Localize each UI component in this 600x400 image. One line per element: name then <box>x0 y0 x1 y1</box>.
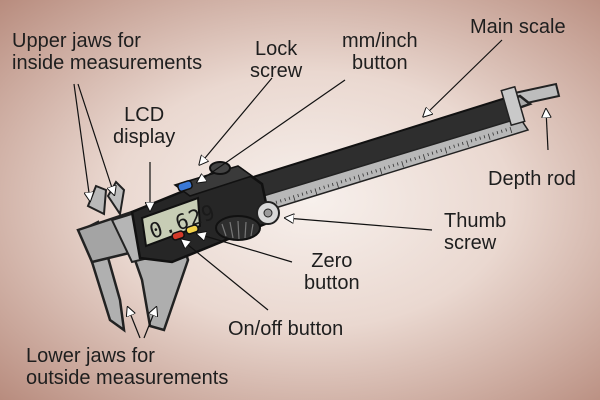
scale-tick <box>401 161 404 168</box>
scale-tick <box>327 184 330 188</box>
scale-tick <box>414 156 416 161</box>
scale-tick <box>362 173 364 177</box>
label-lock-screw-line1: Lock <box>254 38 298 60</box>
depth-rod-leader <box>546 110 548 151</box>
scale-tick <box>431 151 434 155</box>
scale-tick <box>466 140 469 147</box>
label-main-scale: Main scale <box>470 16 566 38</box>
label-mm-inch-line1: mm/inch <box>342 30 418 52</box>
scale-tick <box>331 182 334 187</box>
label-lower-jaws-line1: Lower jaws for <box>26 345 155 367</box>
beam-end-cap <box>500 85 526 127</box>
scale-tick <box>357 174 361 181</box>
scale-tick <box>479 136 481 140</box>
label-lower-jaws-line2: outside measurements <box>26 367 229 389</box>
label-upper-jaws: Upper jaws for inside measurements <box>12 30 202 74</box>
label-zero-line2: button <box>304 272 360 294</box>
scale-tick <box>457 143 460 147</box>
scale-tick <box>418 155 421 159</box>
scale-tick <box>440 148 442 153</box>
scale-tick <box>496 130 499 135</box>
zero-button-leader <box>198 234 293 263</box>
scale-tick <box>301 192 304 196</box>
label-lcd-display: LCD display <box>113 104 175 148</box>
scale-tick <box>323 185 325 189</box>
scale-tick <box>444 147 448 154</box>
scale-tick <box>500 129 503 133</box>
label-depth-rod: Depth rod <box>488 168 576 190</box>
scale-tick <box>405 159 408 163</box>
scale-tick <box>318 186 321 191</box>
scale-tick <box>470 139 473 143</box>
scale-tick <box>509 126 513 134</box>
scale-tick <box>409 158 412 162</box>
label-lcd-line1: LCD <box>124 104 165 126</box>
scale-tick <box>292 195 296 202</box>
scale-tick <box>353 176 356 180</box>
label-lock-screw: Lock screw <box>250 38 302 82</box>
scale-tick <box>349 177 351 181</box>
scale-tick <box>505 128 507 132</box>
scale-tick <box>461 141 464 146</box>
scale-tick <box>336 181 339 188</box>
on-off-button[interactable] <box>171 230 185 241</box>
scale-tick <box>366 171 369 176</box>
label-lock-screw-line2: screw <box>250 60 303 82</box>
label-on-off-button: On/off button <box>228 318 344 340</box>
upper-jaws-leader <box>73 83 114 200</box>
thumb-screw-leader <box>286 218 433 231</box>
scale-tick <box>279 199 282 203</box>
scale-tick <box>487 133 491 140</box>
mm-inch-button[interactable] <box>177 180 193 192</box>
label-thumb-screw: Thumb screw <box>444 210 506 254</box>
scale-tick <box>340 180 343 184</box>
label-mm-inch-button: mm/inch button <box>342 30 418 74</box>
scale-tick <box>453 144 455 148</box>
scale-tick <box>383 166 386 170</box>
lower-jaws-leader <box>128 308 156 339</box>
main-scale-beam <box>94 85 533 254</box>
scale-tick <box>370 170 373 174</box>
scale-tick <box>388 165 390 169</box>
scale-tick <box>448 145 451 150</box>
scale-tick <box>474 137 477 142</box>
label-thumb-screw-line1: Thumb <box>444 210 507 232</box>
label-lower-jaws: Lower jaws for outside measurements <box>26 345 228 389</box>
scale-tick <box>379 167 383 175</box>
lock-screw-leader <box>200 77 273 164</box>
label-mm-inch-line2: button <box>351 52 408 74</box>
label-upper-jaws-line2: inside measurements <box>12 52 203 74</box>
main-scale-leader <box>424 39 503 116</box>
scale-tick <box>284 197 286 202</box>
label-zero-line1: Zero <box>311 250 353 272</box>
scale-tick <box>275 200 278 204</box>
callout-lines <box>73 39 548 339</box>
scale-tick <box>305 191 308 195</box>
scale-tick <box>297 193 299 198</box>
scale-tick <box>310 189 312 194</box>
lock-screw[interactable] <box>209 161 231 175</box>
scale-tick <box>427 152 429 157</box>
scale-tick <box>396 162 399 166</box>
scale-tick <box>435 150 438 154</box>
scale-tick <box>483 135 486 139</box>
scale-tick <box>344 178 347 183</box>
scale-tick <box>492 132 494 136</box>
thumb-wheel[interactable] <box>215 215 261 241</box>
label-upper-jaws-line1: Upper jaws for <box>12 30 141 52</box>
scale-tick <box>288 196 291 200</box>
thumb-screw[interactable] <box>256 201 280 225</box>
label-lcd-line2: display <box>113 126 176 148</box>
label-thumb-screw-line2: screw <box>444 232 497 254</box>
scale-tick <box>422 154 426 161</box>
scale-tick <box>392 163 395 168</box>
scale-tick <box>375 169 377 173</box>
mm-inch-leader <box>198 79 346 182</box>
on-off-leader <box>182 240 269 311</box>
scale-tick <box>314 188 318 195</box>
label-zero-button: Zero button <box>304 250 360 294</box>
